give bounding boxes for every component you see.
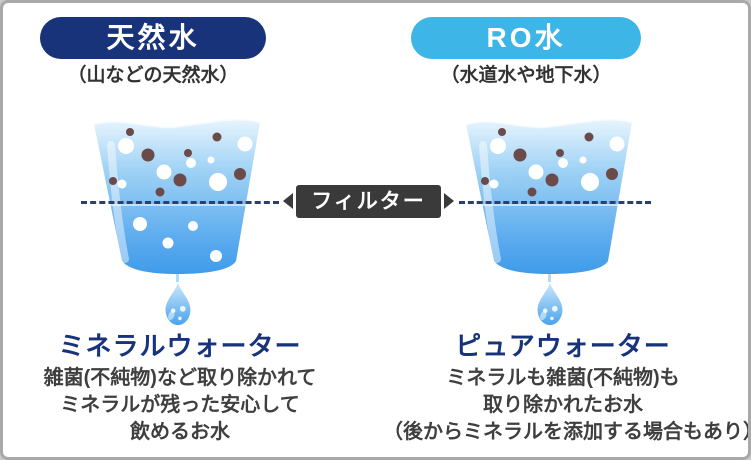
description-line: 飲めるお水	[130, 421, 230, 443]
description-line: ミネラルが残った安心して	[60, 394, 300, 416]
header-natural-water: 天然水	[40, 17, 266, 59]
description-line: ミネラルも雑菌(不純物)も	[446, 367, 680, 389]
result-title-mineral-water: ミネラルウォーター	[58, 331, 302, 361]
header-ro-water: RO水	[411, 17, 641, 59]
droplet-ro-water-icon	[537, 281, 563, 326]
drip-natural-water	[176, 274, 179, 282]
result-title-pure-water: ピュアウォーター	[455, 331, 671, 361]
subtitle-ro-water: （水道水や地下水）	[440, 65, 612, 86]
droplet-natural-water-icon	[165, 281, 191, 326]
drip-ro-water	[548, 274, 551, 282]
filter-line-right	[459, 201, 651, 204]
description-line: 取り除かれたお水	[483, 394, 643, 416]
cup-ro-water-icon	[465, 117, 633, 275]
description-natural-water: 雑菌(不純物)など取り除かれて ミネラルが残った安心して 飲めるお水	[15, 365, 345, 446]
filter-arrow-right-icon	[444, 193, 454, 209]
filter-line-left	[81, 201, 279, 204]
subtitle-natural-water: （山などの天然水）	[67, 65, 239, 86]
cup-natural-water-icon	[93, 117, 261, 275]
description-ro-water: ミネラルも雑菌(不純物)も 取り除かれたお水 （後からミネラルを添加する場合もあ…	[383, 365, 751, 446]
filter-label: フィルター	[296, 185, 441, 218]
description-line: 雑菌(不純物)など取り除かれて	[43, 367, 317, 389]
description-line: （後からミネラルを添加する場合もあり）	[383, 421, 751, 443]
filter-arrow-left-icon	[283, 193, 293, 209]
